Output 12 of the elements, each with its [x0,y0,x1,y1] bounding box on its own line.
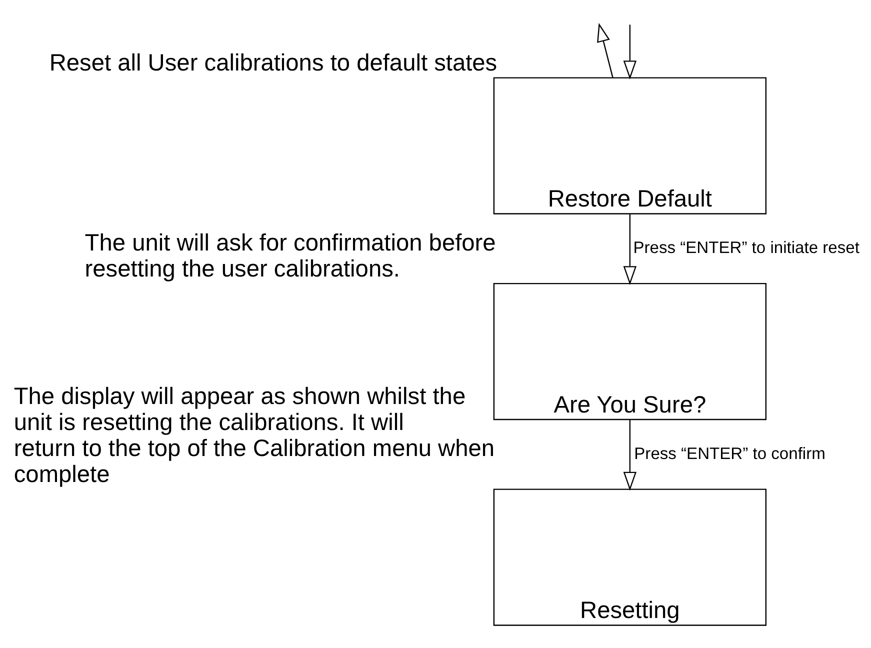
node-box: Are You Sure? [492,282,766,420]
arrow [622,24,636,79]
arrow [622,214,636,285]
arrow [596,22,613,78]
edge-label: Press “ENTER” to initiate reset [632,238,859,257]
edge-label: Press “ENTER” to confirm [634,443,825,462]
arrow [622,419,636,490]
node-label: The display will appear as shown whilst the unit is resetting the calibrations. It will return to the top of the Calibration menu when complete [13,384,494,488]
node-box: Resetting [492,488,766,626]
node-box: Restore Default [492,76,766,214]
node-label: Reset all User calibrations to default states [48,50,497,76]
node-label: The unit will ask for confirmation before resetting the user calibrations. [84,230,496,282]
